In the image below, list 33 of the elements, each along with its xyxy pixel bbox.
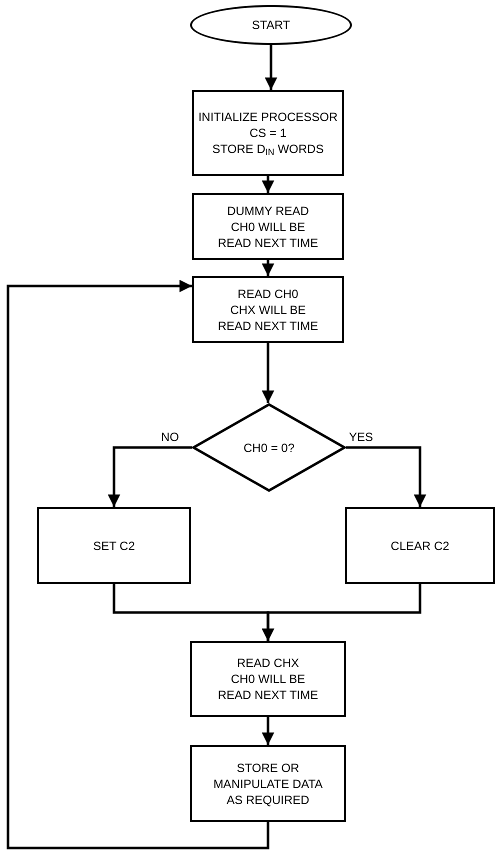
node-text: START xyxy=(252,17,290,33)
arrow xyxy=(108,446,192,507)
arrow xyxy=(346,446,426,507)
process-box xyxy=(345,507,495,584)
process-box xyxy=(190,745,346,822)
node-text: CH0 = 0? xyxy=(243,440,295,456)
node-text: CS = 1 xyxy=(249,125,287,141)
node-text: STORE OR MANIPULATE DATA AS REQUIRED xyxy=(212,760,324,808)
node-text: SET C2 xyxy=(93,538,135,554)
node-text: CLEAR C2 xyxy=(390,538,450,554)
arrow xyxy=(6,280,270,850)
arrow xyxy=(262,717,274,745)
arrow xyxy=(262,584,422,641)
arrow xyxy=(262,343,274,403)
edge-label: NO xyxy=(160,430,180,444)
process-box xyxy=(37,507,191,584)
arrow xyxy=(262,260,274,276)
arrow xyxy=(264,45,278,90)
node-text: CH0 WILL BE READ NEXT TIME xyxy=(216,671,320,703)
process-box xyxy=(192,276,344,343)
process-box xyxy=(192,193,344,260)
process-box xyxy=(192,90,344,176)
arrow xyxy=(262,176,274,193)
process-box xyxy=(190,641,346,717)
edge-label: YES xyxy=(348,430,374,444)
node-text: DUMMY READ xyxy=(227,202,309,218)
node-text: READ CH0 xyxy=(238,286,298,302)
node-text: INITIALIZE PROCESSOR xyxy=(198,109,338,125)
node-text: CH0 WILL BE READ NEXT TIME xyxy=(216,218,320,250)
node-text: READ CHX xyxy=(236,655,299,671)
node-text: CHX WILL BE READ NEXT TIME xyxy=(216,302,320,334)
node-text: STORE D$_{IN}$ WORDS xyxy=(212,141,324,157)
decision-diamond xyxy=(192,403,346,492)
